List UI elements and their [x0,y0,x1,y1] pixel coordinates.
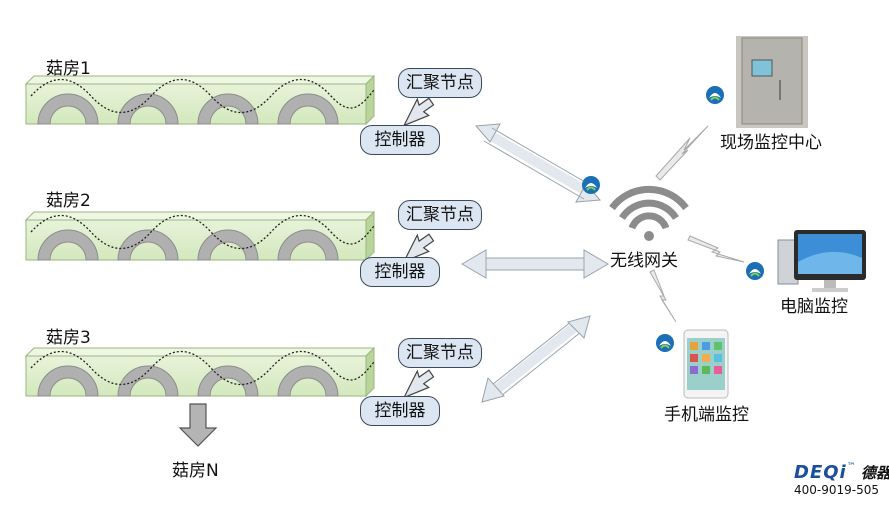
lightning-onsite-icon [655,125,709,181]
wifi-icon [609,185,689,241]
lightning-mobile-icon [649,269,677,323]
room-label: 菇房3 [46,328,91,348]
trademark-mark: ™ [846,462,856,472]
shelf-room2 [25,211,375,261]
brand-logo-icon [655,333,675,353]
shelf-room1 [25,75,375,125]
brand-logo-icon [581,175,601,195]
lightning-pc-icon [687,235,745,263]
gateway-label: 无线网关 [610,251,678,271]
controller-node: 控制器 [360,125,440,155]
room-label: 菇房1 [46,59,91,79]
room-label: 菇房2 [46,191,91,211]
link-arrow-room2 [461,249,609,279]
aggregation-node: 汇聚节点 [398,200,482,230]
brand-logo-icon [705,85,725,105]
mobile-monitor-label: 手机端监控 [664,405,749,425]
down-arrow-icon [178,403,218,447]
aggregation-node: 汇聚节点 [398,338,482,368]
controller-node: 控制器 [360,396,440,426]
brand-block: DEQi™ 德器 400-9019-505 [794,462,889,497]
link-arrow-room3 [481,315,591,403]
shelf-room3 [25,347,375,397]
brand-phone: 400-9019-505 [794,483,880,497]
onsite-center-label: 现场监控中心 [720,133,822,153]
control-cabinet-icon [736,36,808,128]
room-n-label: 菇房N [172,461,219,481]
brand-logo-text: DEQi [794,462,847,483]
mobile-phone-icon [683,329,729,399]
controller-node: 控制器 [360,257,440,287]
brand-logo-icon [745,261,765,281]
desktop-computer-icon [777,230,866,292]
pc-monitor-label: 电脑监控 [780,297,848,317]
aggregation-node: 汇聚节点 [398,68,482,98]
brand-logo-cn: 德器 [860,464,889,482]
link-arrow-room1 [474,123,602,203]
